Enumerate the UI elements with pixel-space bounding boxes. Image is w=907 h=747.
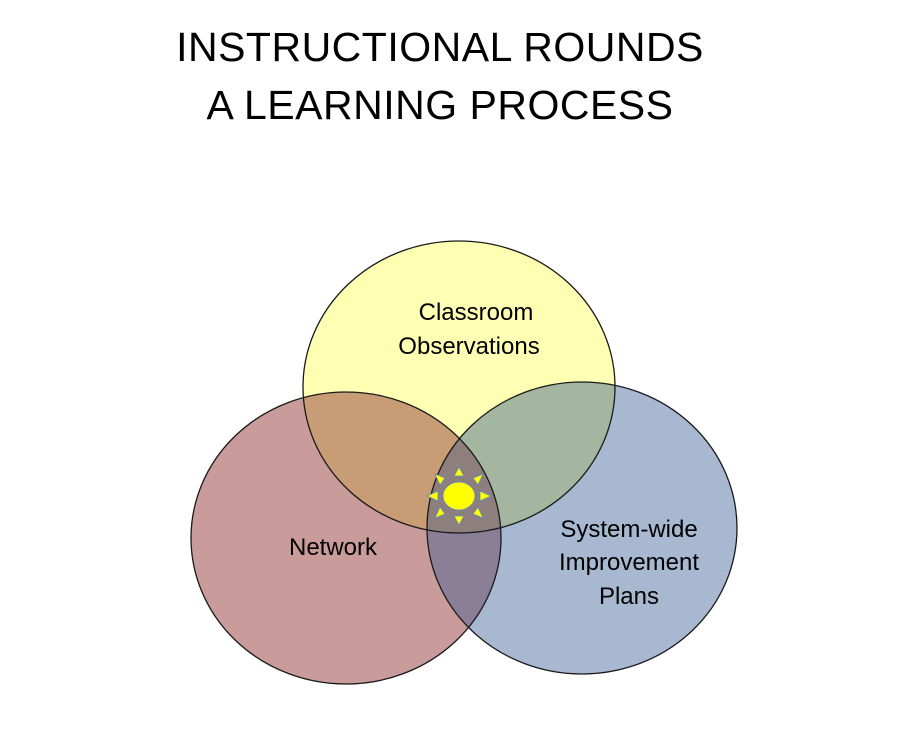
label-system-line-3: Plans — [599, 583, 659, 610]
outline-system — [426, 381, 738, 675]
label-classroom-line-2: Observations — [398, 333, 539, 360]
label-system-line-1: System-wide — [560, 516, 697, 543]
title-line-2: A LEARNING PROCESS — [206, 82, 674, 128]
label-system-line-2: Improvement — [559, 549, 699, 576]
outline-network — [190, 391, 502, 685]
sun-icon — [426, 466, 492, 526]
overlap-classroom-network — [303, 392, 501, 533]
label-network: Network — [289, 534, 378, 561]
label-classroom-line-1: Classroom — [419, 299, 534, 326]
outline-classroom — [302, 240, 616, 534]
title-line-1: INSTRUCTIONAL ROUNDS — [176, 24, 704, 70]
